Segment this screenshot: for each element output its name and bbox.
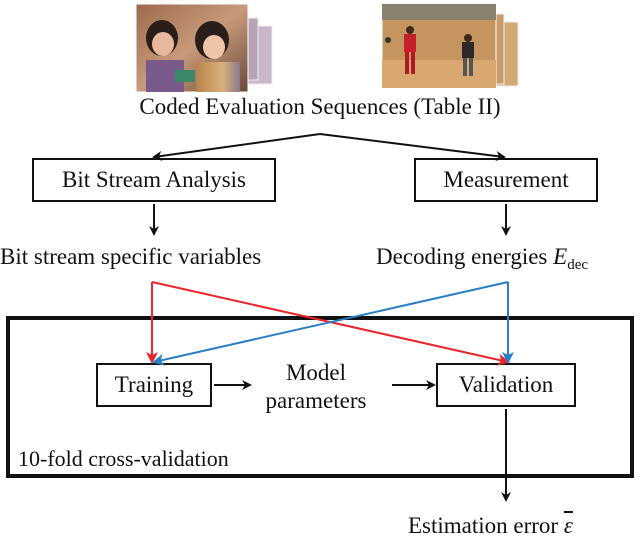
arrow-title-to-measurement bbox=[319, 133, 506, 161]
bitstream-vars-text: Bit stream specific variables bbox=[0, 244, 262, 269]
blue-arrow-to-training bbox=[152, 281, 509, 366]
cross-validation-label: 10-fold cross-validation bbox=[18, 446, 229, 471]
decoding-energies-label: Decoding energies bbox=[376, 244, 548, 269]
model-params-line1: Model bbox=[285, 360, 347, 385]
model-params-line2: parameters bbox=[265, 388, 367, 413]
energy-subscript: dec bbox=[567, 257, 589, 273]
validation-box[interactable]: Validation bbox=[436, 363, 576, 407]
measurement-box[interactable]: Measurement bbox=[414, 158, 598, 202]
training-label: Training bbox=[114, 372, 194, 397]
arrow-title-to-bitstream bbox=[152, 133, 321, 161]
cross-validation-frame bbox=[6, 316, 634, 478]
sequences-title: Coded Evaluation Sequences (Table II) bbox=[139, 94, 501, 119]
measurement-label: Measurement bbox=[443, 167, 569, 192]
energy-symbol: E bbox=[553, 244, 568, 269]
estimation-error-label: Estimation error bbox=[408, 513, 559, 538]
validation-label: Validation bbox=[458, 372, 554, 397]
bitstream-analysis-label: Bit Stream Analysis bbox=[62, 167, 246, 192]
estimation-error-text: Estimation error ε bbox=[408, 514, 573, 537]
decoding-energies-text: Decoding energies Edec bbox=[376, 245, 588, 273]
estimation-error-symbol: ε bbox=[563, 513, 573, 538]
training-box[interactable]: Training bbox=[96, 363, 212, 407]
